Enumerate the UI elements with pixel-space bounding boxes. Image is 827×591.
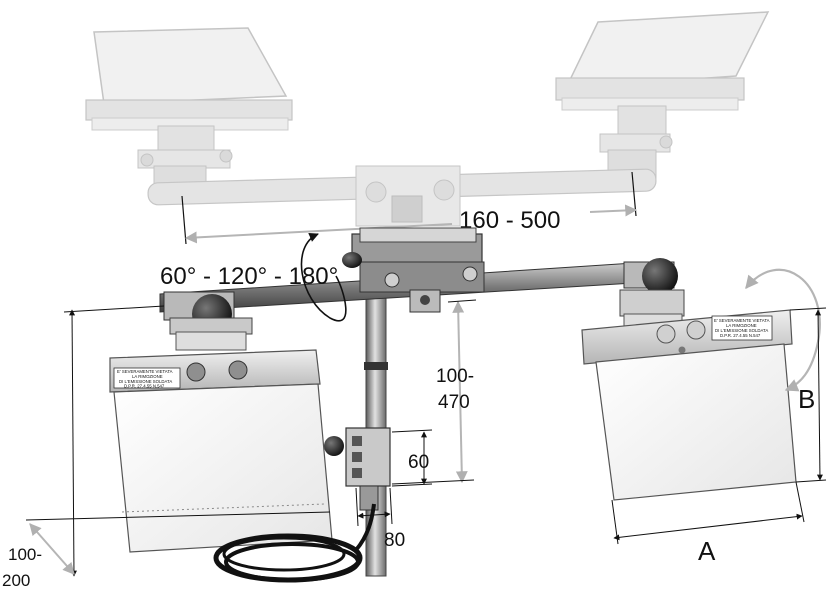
left-label-line1: E' SEVERAMENTE VIETATA [117, 369, 173, 374]
cable-coil [213, 503, 376, 583]
pole-clamp [324, 427, 391, 511]
right-arm-bracket [619, 258, 685, 331]
left-label-line3: DI L'EMISSIONE SOLDATA [119, 379, 172, 384]
arm-label-upper: 100- [8, 545, 42, 564]
left-label-line4: D.P.R. 27.4.55 N.547 [124, 384, 165, 389]
arm-label-lower: 200 [2, 571, 30, 590]
width-a-label: A [698, 536, 716, 566]
height-b-dimension: B [789, 307, 827, 483]
rotation-label: 60° - 120° - 180° [160, 263, 338, 290]
clamp-height-label: 60 [408, 452, 429, 473]
right-label-line4: D.P.R. 27.4.55 N.547 [720, 333, 761, 338]
right-label-line1: E' SEVERAMENTE VIETATA [714, 318, 770, 323]
arm-dimension: 100- 200 [2, 305, 331, 590]
center-mount-block [342, 227, 485, 313]
ghost-shield-right [555, 11, 770, 111]
width-a-dimension: A [611, 481, 805, 566]
rotation-arrow: 60° - 120° - 180° [160, 233, 347, 322]
clamp-width-label: 80 [384, 530, 405, 551]
ghost-assembly [85, 11, 770, 227]
ghost-shield-left [85, 27, 293, 131]
ghost-bracket-right [599, 105, 673, 179]
right-label-line2: LA RIMOZIONE [726, 323, 757, 328]
left-label-line2: LA RIMOZIONE [132, 374, 163, 379]
right-label-line3: DI L'EMISSIONE SOLDATA [715, 328, 768, 333]
height-b-label: B [798, 384, 815, 414]
left-arm-bracket [163, 291, 253, 351]
ghost-center-block [355, 165, 461, 227]
clamp-width-dimension: 80 [355, 487, 405, 551]
height-dimension: 100- 470 [391, 299, 477, 485]
height-label-lower: 470 [438, 392, 470, 413]
shield-right: E' SEVERAMENTE VIETATA LA RIMOZIONE DI L… [581, 309, 797, 501]
shield-left: E' SEVERAMENTE VIETATA LA RIMOZIONE DI L… [109, 349, 333, 553]
height-label-upper: 100- [436, 366, 474, 387]
clamp-height-dimension: 60 [391, 429, 433, 487]
